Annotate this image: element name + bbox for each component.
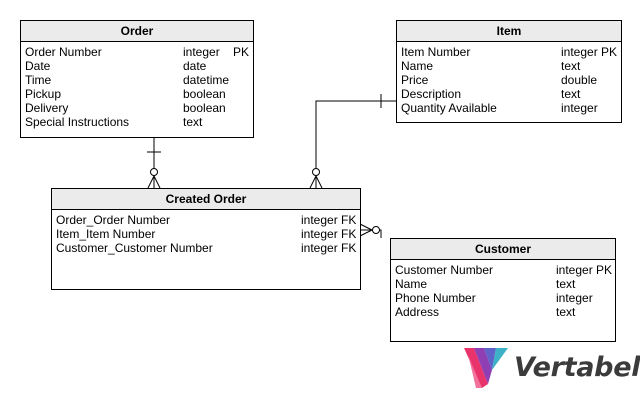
entity-title: Created Order: [52, 189, 360, 210]
attribute-name: Date: [25, 59, 51, 73]
attribute-row: Order Number integer PK: [25, 45, 249, 59]
attribute-type: integer FK: [301, 213, 357, 227]
attribute-name: Customer_Customer Number: [56, 241, 213, 255]
attribute-type: integer PK: [561, 45, 618, 59]
attribute-name: Order_Order Number: [56, 213, 171, 227]
attribute-name: Phone Number: [395, 291, 476, 305]
entity-customer[interactable]: Customer Customer Number integer PK Name t…: [390, 238, 616, 342]
entity-item[interactable]: Item Item Number integer PK Name text Pric…: [396, 20, 622, 123]
attribute-row: Date date: [25, 59, 249, 73]
attribute-row: Pickup boolean: [25, 87, 249, 101]
attribute-row: Price double: [401, 73, 617, 87]
attribute-row: Name text: [395, 277, 611, 291]
attribute-type: text: [561, 59, 581, 73]
vertabelo-logo-text: Vertabelo: [514, 352, 640, 383]
attribute-name: Description: [401, 87, 462, 101]
relationship-customer-created-order[interactable]: [359, 223, 382, 238]
attribute-key: PK: [233, 45, 250, 59]
attribute-name: Delivery: [25, 101, 69, 115]
attribute-name: Item_Item Number: [56, 227, 156, 241]
attribute-type: text: [556, 305, 576, 319]
attribute-type: boolean: [183, 101, 226, 115]
entity-title: Order: [21, 21, 253, 42]
attribute-type: integer: [556, 291, 593, 305]
attribute-type: integer: [183, 45, 220, 59]
attribute-name: Quantity Available: [401, 101, 497, 115]
attribute-row: Description text: [401, 87, 617, 101]
attribute-type: boolean: [183, 87, 226, 101]
attribute-row: Customer_Customer Number integer FK: [56, 241, 356, 255]
attribute-row: Address text: [395, 305, 611, 319]
vertabelo-logo: Vertabelo: [462, 346, 640, 392]
entity-title: Customer: [391, 239, 615, 260]
attribute-row: Time datetime: [25, 73, 249, 87]
entity-title: Item: [397, 21, 621, 42]
attribute-name: Special Instructions: [25, 115, 130, 129]
attribute-row: Customer Number integer PK: [395, 263, 613, 277]
attribute-row: Quantity Available integer: [401, 101, 617, 115]
attribute-row: Special Instructions text: [25, 115, 249, 129]
vertabelo-logo-icon: [464, 348, 508, 388]
attribute-name: Item Number: [401, 45, 471, 59]
attribute-row: Item_Item Number integer FK: [56, 227, 356, 241]
entity-order[interactable]: Order Order Number integer PK Date date Tim…: [20, 20, 254, 138]
attribute-type: date: [183, 59, 207, 73]
attribute-row: Phone Number integer: [395, 291, 611, 305]
attribute-type: integer: [561, 101, 598, 115]
attribute-name: Customer Number: [395, 263, 494, 277]
attribute-name: Name: [401, 59, 434, 73]
attribute-type: text: [561, 87, 581, 101]
attribute-name: Pickup: [25, 87, 62, 101]
attribute-row: Order_Order Number integer FK: [56, 213, 356, 227]
attribute-row: Name text: [401, 59, 617, 73]
attribute-type: text: [183, 115, 203, 129]
attribute-type: integer FK: [301, 241, 357, 255]
attribute-name: Name: [395, 277, 428, 291]
relationship-item-created-order[interactable]: [309, 94, 397, 189]
attribute-name: Price: [401, 73, 429, 87]
attribute-row: Item Number integer PK: [401, 45, 617, 59]
attribute-type: datetime: [183, 73, 230, 87]
attribute-name: Order Number: [25, 45, 102, 59]
attribute-name: Address: [395, 305, 440, 319]
attribute-type: double: [561, 73, 598, 87]
attribute-name: Time: [25, 73, 52, 87]
attribute-type: integer FK: [301, 227, 357, 241]
entity-created-order[interactable]: Created Order Order_Order Number integer …: [51, 188, 361, 290]
attribute-row: Delivery boolean: [25, 101, 249, 115]
attribute-type: integer PK: [556, 263, 613, 277]
attribute-type: text: [556, 277, 576, 291]
relationship-order-created-order[interactable]: [147, 138, 161, 189]
